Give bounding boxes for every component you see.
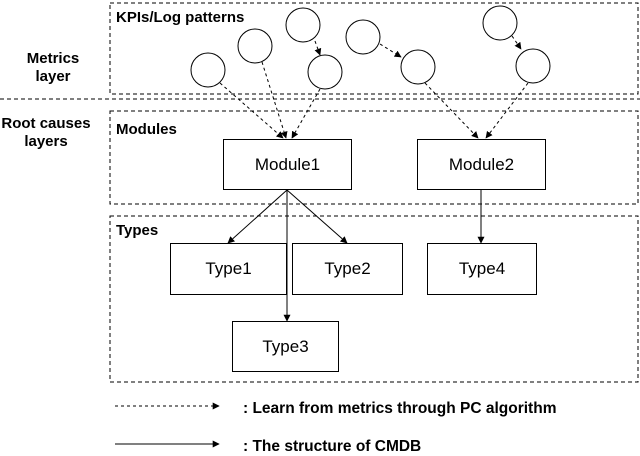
legend-dashed-text: : Learn from metrics through PC algorith…: [243, 400, 557, 417]
dashed-arrow: [261, 61, 288, 139]
metrics-layer-label: Metrics layer: [26, 50, 80, 85]
type1-node: Type1: [170, 243, 287, 295]
kpi-node: [237, 28, 273, 64]
kpis-group-title: KPIs/Log patterns: [116, 9, 245, 26]
dashed-arrow: [314, 40, 322, 56]
kpi-node: [515, 48, 551, 84]
type4-node: Type4: [427, 243, 537, 295]
kpi-node: [400, 49, 436, 85]
types-group-title: Types: [116, 222, 159, 239]
modules-group: [109, 110, 639, 205]
dashed-arrow: [424, 82, 479, 139]
root-causes-layer-label: Root causes layers: [1, 115, 91, 150]
types-group: [109, 215, 639, 383]
type3-node: Type3: [232, 321, 339, 372]
dashed-arrow: [379, 43, 402, 58]
kpi-node: [285, 7, 321, 43]
dashed-arrow: [291, 88, 321, 139]
kpis-group: [109, 2, 639, 95]
kpi-node: [190, 52, 226, 88]
legend-solid-text: : The structure of CMDB: [243, 438, 422, 455]
type2-node: Type2: [292, 243, 403, 295]
dashed-arrow: [485, 82, 529, 139]
solid-arrow: [286, 189, 348, 244]
modules-group-title: Modules: [116, 121, 177, 138]
kpi-node: [345, 19, 381, 55]
module2-node: Module2: [417, 139, 546, 190]
solid-arrow: [227, 189, 288, 244]
dashed-arrow: [511, 35, 522, 50]
kpi-node: [482, 5, 518, 41]
kpi-node: [307, 54, 343, 90]
dashed-arrow: [219, 82, 284, 139]
module1-node: Module1: [223, 139, 352, 190]
